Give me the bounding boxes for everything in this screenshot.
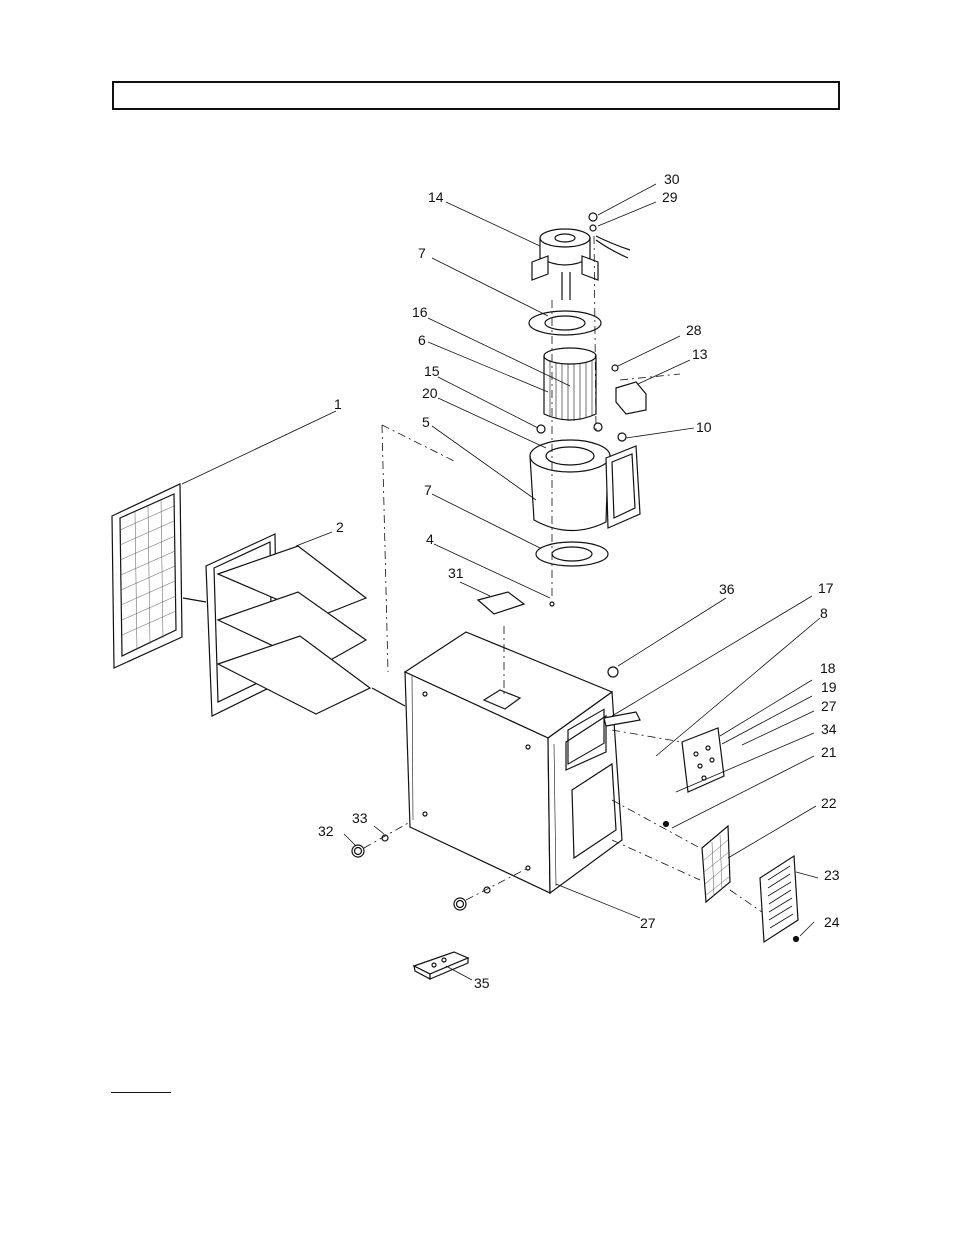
callout: 36: [719, 581, 735, 597]
callout: 17: [818, 580, 834, 596]
callout: 19: [821, 679, 837, 695]
callout: 27: [640, 915, 656, 931]
front-filter: [111, 483, 183, 669]
blower-wheel: [543, 347, 597, 421]
screw: [611, 364, 619, 372]
callout: 34: [821, 721, 837, 737]
blower-housing: [529, 439, 641, 532]
callout: 20: [422, 385, 438, 401]
knob: [607, 666, 619, 678]
callout: 22: [821, 795, 837, 811]
callout: 35: [474, 975, 490, 991]
callout: 13: [692, 346, 708, 362]
callout: 15: [424, 363, 440, 379]
callout: 23: [824, 867, 840, 883]
control-panel: [681, 727, 725, 793]
remote-control: [412, 951, 470, 980]
rear-filter: [701, 824, 731, 904]
callout: 6: [418, 332, 426, 348]
main-cabinet: [371, 631, 623, 895]
caster-ring: [351, 844, 365, 858]
callout: 32: [318, 823, 334, 839]
callout: 8: [820, 605, 828, 621]
callout: 24: [824, 914, 840, 930]
callout: 1: [334, 396, 342, 412]
callout: 5: [422, 414, 430, 430]
callout: 28: [686, 322, 702, 338]
callout: 7: [424, 482, 432, 498]
title-box: [112, 81, 840, 110]
callout: 33: [352, 810, 368, 826]
footnote-rule: [111, 1092, 171, 1093]
callout: 29: [662, 189, 678, 205]
callout: 7: [418, 245, 426, 261]
callout: 31: [448, 565, 464, 581]
fastener: [549, 601, 555, 607]
callout: 14: [428, 189, 444, 205]
callout: 21: [821, 744, 837, 760]
callout: 4: [426, 531, 434, 547]
nut: [588, 212, 598, 222]
callout: 2: [336, 519, 344, 535]
callout: 18: [820, 660, 836, 676]
callout: 27: [821, 698, 837, 714]
fan-motor: [531, 228, 631, 300]
motor-bracket: [615, 381, 647, 415]
louvre-assembly: [182, 533, 372, 717]
drain-cap: [476, 591, 526, 615]
callout: 16: [412, 304, 428, 320]
callout: 10: [696, 419, 712, 435]
rear-grille: [759, 854, 799, 944]
hose: [603, 711, 641, 727]
washer: [589, 224, 597, 232]
callout: 30: [664, 171, 680, 187]
